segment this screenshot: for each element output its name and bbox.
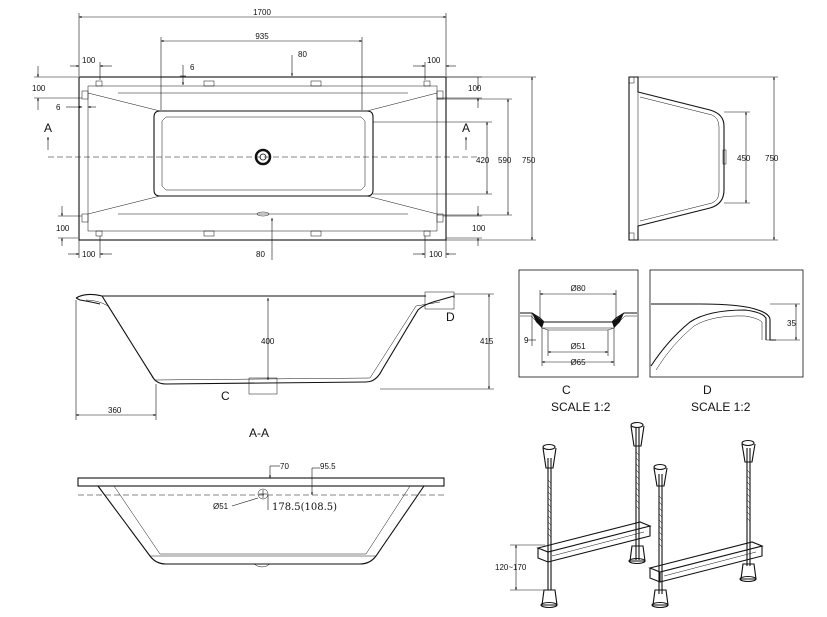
top-bottom-well bbox=[153, 110, 374, 197]
dim-inner-width: 935 bbox=[255, 32, 269, 41]
front-dim-drain-height: 178.5(108.5) bbox=[272, 502, 337, 513]
top-outer-rim bbox=[78, 76, 447, 241]
dim-side-bottom-left: 100 bbox=[56, 224, 70, 233]
detail-d: 35 D SCALE 1:2 bbox=[649, 269, 804, 414]
detail-d-box bbox=[424, 291, 455, 310]
section-title: A-A bbox=[249, 426, 269, 440]
dim-edge-left-top: 100 bbox=[82, 56, 96, 65]
dim-gap-top: 6 bbox=[190, 63, 195, 72]
detail-c-marker: C bbox=[221, 389, 230, 403]
detail-c-thickness: 9 bbox=[524, 336, 529, 345]
dim-mid-height: 590 bbox=[498, 156, 512, 165]
front-dim-rim-offset: 70 bbox=[280, 462, 289, 471]
detail-c-outer-diameter: Ø80 bbox=[570, 284, 586, 293]
dim-side-top-right: 100 bbox=[468, 84, 482, 93]
section-mark-right: A bbox=[462, 121, 470, 135]
legs-assembly: 120~170 bbox=[495, 421, 764, 609]
detail-c-label: C bbox=[562, 383, 571, 397]
dim-overall-width: 1700 bbox=[253, 8, 271, 17]
dim-side-bottom-right: 100 bbox=[472, 224, 486, 233]
front-rim bbox=[77, 477, 445, 487]
dim-drain-offset-top: 80 bbox=[298, 50, 307, 59]
front-outline bbox=[97, 485, 425, 565]
section-mark-left: A bbox=[44, 121, 52, 135]
dim-edge-right-bottom: 100 bbox=[429, 250, 443, 259]
detail-c-mid-diameter: Ø65 bbox=[570, 358, 586, 367]
side-dim-overall-height: 750 bbox=[765, 154, 779, 163]
detail-c: Ø80 Ø51 Ø65 9 C SCALE 1:2 bbox=[518, 269, 639, 414]
dim-gap-left: 6 bbox=[56, 103, 61, 112]
detail-d-marker: D bbox=[446, 310, 455, 324]
top-inner-rim bbox=[87, 85, 438, 232]
dim-side-top-left: 100 bbox=[32, 84, 46, 93]
side-dim-inner-height: 450 bbox=[737, 154, 751, 163]
detail-c-scale: SCALE 1:2 bbox=[551, 400, 611, 414]
detail-d-frame bbox=[649, 269, 804, 378]
detail-d-rim-height: 35 bbox=[787, 319, 796, 328]
legs-height-range: 120~170 bbox=[495, 563, 527, 572]
front-dim-drain-diameter: Ø51 bbox=[213, 502, 229, 511]
section-dim-bottom-offset: 360 bbox=[108, 406, 122, 415]
leg-frame-left bbox=[536, 421, 652, 609]
section-dim-depth: 400 bbox=[261, 337, 275, 346]
side-view: 450 750 bbox=[628, 76, 779, 241]
front-dim-drain-offset: 95.5 bbox=[320, 462, 336, 471]
top-view: 1700 935 80 6 100 100 100 6 bbox=[32, 8, 536, 260]
dim-drain-offset-bottom: 80 bbox=[256, 250, 265, 259]
dim-overall-height: 750 bbox=[522, 156, 536, 165]
detail-c-box bbox=[248, 377, 278, 395]
detail-c-inner-diameter: Ø51 bbox=[570, 342, 586, 351]
detail-d-label: D bbox=[703, 383, 712, 397]
leg-frame-right bbox=[648, 439, 764, 609]
detail-d-scale: SCALE 1:2 bbox=[691, 400, 751, 414]
dim-inner-height: 420 bbox=[476, 156, 490, 165]
front-drain bbox=[257, 488, 269, 500]
dim-edge-right-top: 100 bbox=[427, 56, 441, 65]
side-outline bbox=[628, 76, 725, 241]
front-view: 70 95.5 Ø51 178.5(108.5) bbox=[77, 462, 446, 568]
section-a-a: D C 400 415 360 A-A bbox=[75, 291, 494, 440]
section-dim-height: 415 bbox=[480, 337, 494, 346]
dim-edge-left-bottom: 100 bbox=[82, 250, 96, 259]
